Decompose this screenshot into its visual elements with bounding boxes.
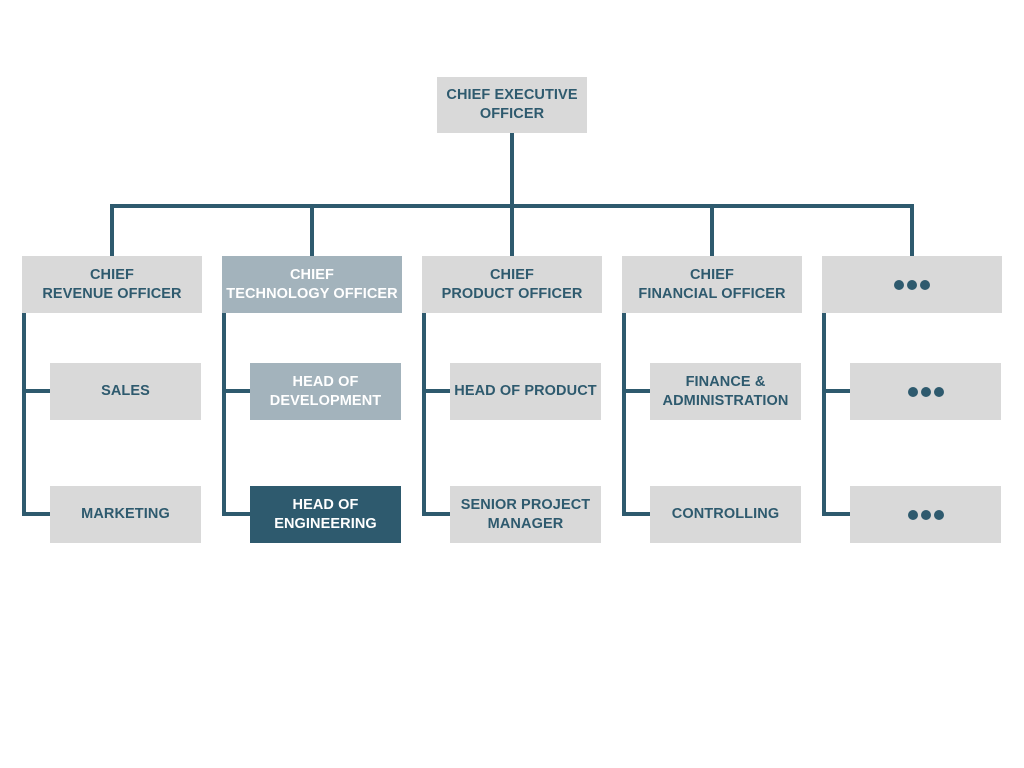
dot bbox=[907, 509, 918, 520]
org-box-head-of-engineering: HEAD OF ENGINEERING bbox=[250, 486, 401, 543]
org-box-label: HEAD OF DEVELOPMENT bbox=[269, 373, 382, 409]
ellipsis-dots-icon bbox=[894, 279, 930, 290]
dot bbox=[907, 279, 917, 290]
org-box-label: MARKETING bbox=[81, 506, 170, 522]
org-box-senior-project-manager: SENIOR PROJECT MANAGER bbox=[450, 486, 601, 543]
org-box-more-1 bbox=[850, 363, 1001, 420]
dot bbox=[907, 386, 918, 397]
org-box-label: CHIEF TECHNOLOGY OFFICER bbox=[226, 266, 398, 302]
org-box-label: CONTROLLING bbox=[671, 506, 780, 522]
org-box-more bbox=[822, 256, 1002, 313]
org-box-head-of-product: HEAD OF PRODUCT bbox=[450, 363, 601, 420]
org-box-label: CHIEF REVENUE OFFICER bbox=[42, 266, 182, 302]
ellipsis-dots-icon bbox=[907, 386, 944, 397]
org-box-label: SALES bbox=[101, 383, 150, 399]
org-box-cto: CHIEF TECHNOLOGY OFFICER bbox=[222, 256, 402, 313]
dot bbox=[933, 509, 944, 520]
dot bbox=[894, 279, 904, 290]
org-box-label: SENIOR PROJECT MANAGER bbox=[460, 496, 591, 532]
org-box-label: CHIEF PRODUCT OFFICER bbox=[441, 266, 583, 302]
org-box-label: FINANCE & ADMINISTRATION bbox=[662, 373, 789, 409]
org-box-ceo: CHIEF EXECUTIVE OFFICER bbox=[437, 77, 587, 133]
org-box-label: HEAD OF PRODUCT bbox=[454, 383, 597, 399]
org-box-controlling: CONTROLLING bbox=[650, 486, 801, 543]
dot bbox=[920, 386, 931, 397]
org-box-more-2 bbox=[850, 486, 1001, 543]
org-box-cro: CHIEF REVENUE OFFICER bbox=[22, 256, 202, 313]
org-box-cfo: CHIEF FINANCIAL OFFICER bbox=[622, 256, 802, 313]
org-box-cpo: CHIEF PRODUCT OFFICER bbox=[422, 256, 602, 313]
org-box-head-of-development: HEAD OF DEVELOPMENT bbox=[250, 363, 401, 420]
org-box-label: CHIEF EXECUTIVE OFFICER bbox=[446, 87, 578, 122]
dot bbox=[933, 386, 944, 397]
org-box-marketing: MARKETING bbox=[50, 486, 201, 543]
org-box-label: HEAD OF ENGINEERING bbox=[274, 496, 377, 532]
org-box-label: CHIEF FINANCIAL OFFICER bbox=[638, 266, 786, 302]
ellipsis-dots-icon bbox=[907, 509, 944, 520]
dot bbox=[920, 279, 930, 290]
org-box-finance-administration: FINANCE & ADMINISTRATION bbox=[650, 363, 801, 420]
dot bbox=[920, 509, 931, 520]
org-box-sales: SALES bbox=[50, 363, 201, 420]
